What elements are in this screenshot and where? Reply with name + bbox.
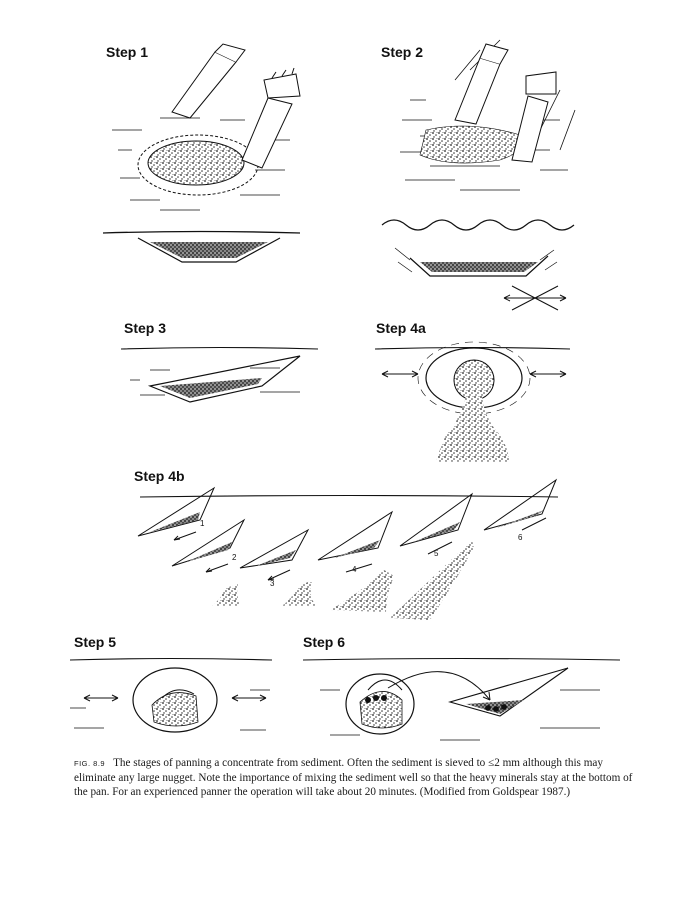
caption-text: The stages of panning a concentrate from… [74,757,633,799]
step-4a-label: Step 4a [376,320,426,336]
step-3-label: Step 3 [124,320,167,336]
step-5-label: Step 5 [74,634,117,650]
step-4a-diagram [374,341,571,462]
step-1-sideview [102,230,301,263]
step-4b-number-5: 5 [434,549,439,558]
figure-number: FIG. 8.9 [74,759,106,768]
step-1-topview [112,43,301,211]
step-2-sideview [381,219,575,311]
step-3-diagram [120,346,319,403]
step-2-topview [400,39,576,191]
step-4b-numbers: 1 2 3 4 5 6 [200,519,523,588]
step-4b-number-3: 3 [270,579,275,588]
step-4b-number-4: 4 [352,565,357,574]
step-4b-label: Step 4b [134,468,185,484]
step-4b-diagram [137,478,559,620]
step-2-label: Step 2 [381,44,424,60]
step-4b-number-6: 6 [518,533,523,542]
step-5-diagram [69,657,273,733]
step-4b-number-2: 2 [232,553,237,562]
step-4b-number-1: 1 [200,519,205,528]
step-6-label: Step 6 [303,634,346,650]
step-1-label: Step 1 [106,44,149,60]
step-6-diagram [302,657,621,741]
